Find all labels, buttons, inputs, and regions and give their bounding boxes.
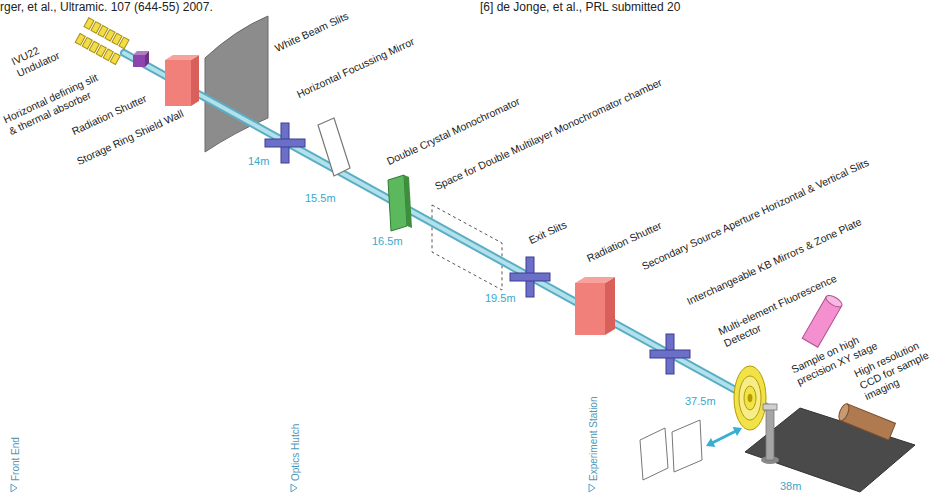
reference-text: rger, et al., Ultramic. 107 (644-55) 200…: [0, 0, 213, 14]
distance-label: 38m: [780, 480, 801, 493]
zone-plate: [734, 366, 766, 430]
radiation-shutter: [165, 55, 199, 106]
distance-label: 37.5m: [685, 395, 716, 408]
component-label: Exit Slits: [527, 219, 569, 247]
undulator: [75, 18, 129, 65]
kb-mirror-panels: [640, 420, 702, 480]
absorber-cube: [133, 51, 149, 67]
section-label: Optics Hutch: [290, 424, 302, 481]
component-label: IVU22 Undulator: [9, 36, 62, 79]
section-label: Experiment Station: [588, 397, 600, 482]
distance-label: 16.5m: [372, 235, 403, 248]
slit-cross: [650, 334, 690, 374]
radiation-shutter: [575, 277, 615, 335]
section-marker: [11, 484, 595, 492]
sample-post: [761, 404, 779, 464]
distance-label: 15.5m: [305, 192, 336, 205]
component-label: Secondary Source Aperture Horizontal & V…: [640, 156, 871, 273]
component-label: Horizontal Focussing Mirror: [295, 35, 417, 101]
component-label: Space for Double Multilayer Monochromato…: [433, 76, 664, 193]
chamber-space: [432, 205, 502, 290]
focussing-mirror: [318, 118, 350, 176]
distance-label: 14m: [248, 155, 269, 168]
reference-text: [6] de Jonge, et al., PRL submitted 20: [480, 0, 680, 14]
distance-label: 19.5m: [485, 292, 516, 305]
x-ray-beam-core: [124, 53, 770, 409]
monochromator: [388, 175, 412, 231]
ccd-camera: [837, 402, 896, 440]
slit-cross: [510, 257, 550, 297]
section-label: Front End: [10, 437, 22, 481]
slit-cross: [265, 123, 305, 163]
swap-arrow: [706, 427, 742, 447]
component-label: White Beam Slits: [273, 10, 351, 55]
x-ray-beam: [124, 53, 770, 409]
